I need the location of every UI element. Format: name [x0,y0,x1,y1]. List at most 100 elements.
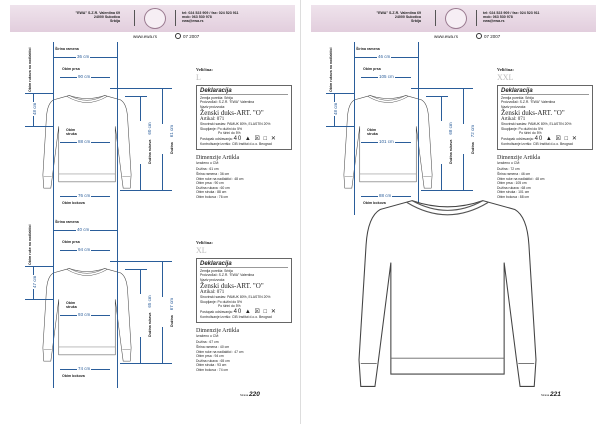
hips-label: Obim bokova [62,201,85,205]
size-value: XXL [497,73,514,82]
product-name-label: Naziv proizvoda: [501,104,527,109]
composition: Sirovinski sastav: PAMUK 80%, ELASTIN 20… [501,122,572,127]
certificate-icon [476,33,482,39]
dimension-row: Širina ramena : 46 cm [497,172,531,177]
article: Artikal: 071 [200,290,225,296]
dimensions-title: Dimenzije Artikla [196,327,240,334]
dimension-row: Dužina rukava : 65 cm [196,358,230,363]
certificate: 07 2007 [476,33,500,39]
origin: Zemlja porekla: Srbija [501,96,534,100]
dimension-row: Obim prsa : 90 cm [196,181,224,186]
shrinkage-width: Po širini do 5% [519,131,542,136]
size-value: XL [196,246,207,255]
shoulder-guide-line [418,42,419,215]
product-name-label: Naziv proizvoda: [200,277,226,282]
origin: Zemlja porekla: Srbija [200,96,233,100]
shoulder-label: Širina ramena [356,47,380,51]
sleeve-len-guide-line [125,96,147,97]
care-row: Postupak održavanja: 40 ▲ ☒ □ ✕ [501,136,578,143]
dimensions-subtitle: Izraženo u CM: [497,160,520,165]
sleeve-circ-value: 48 cm [32,101,37,116]
certificate-icon [175,33,181,39]
control: Kontrolisanje izvršio: CIB Institut d.o.… [200,315,272,320]
size-block: Širina ramena 46 cm Obim prsa 105 cm 48 … [301,40,600,215]
waist-label: Obim struka [66,301,77,309]
dimensions: Dimenzije Artikla Izraženo u CM: Dužina … [497,155,593,200]
dimensions: Dimenzije Artikla Izraženo u CM: Dužina … [196,328,292,373]
sleeve-circ-value: 48 cm [333,101,338,116]
dimension-row: Širina ramena : 36 cm [196,172,230,177]
length-guide-line [120,363,172,364]
dimensions: Dimenzije Artikla Izraženo u CM: Dužina … [196,155,292,200]
product-name-label: Naziv proizvoda: [200,104,226,109]
length-caption: Dužina 61 cm [160,123,178,154]
dimension-row: Obim bokova : 76 cm [196,195,229,199]
chest-label: Obim prsa [363,67,381,71]
product-name: Ženski duks-ART. "O" [501,109,565,118]
composition: Sirovinski sastav: PAMUK 80%, ELASTIN 20… [200,295,271,300]
dimension-row: Obim struka : 93 cm [196,363,227,368]
sleeve-guide-line [25,126,53,127]
composition: Sirovinski sastav: PAMUK 80%, ELASTIN 20… [200,122,271,127]
dimensions-title: Dimenzije Artikla [196,154,240,161]
dimension-row: Obim ruke na nadlaktici : 47 cm [196,349,244,354]
size-value: L [196,73,201,82]
length-guide-line [411,88,473,89]
shoulder-label: Širina ramena [55,47,79,51]
dimension-row: Dužina rukava : 68 cm [497,185,531,190]
certificate: 07 2007 [175,33,199,39]
sleeve-guide-line [326,126,354,127]
website-link[interactable]: www.ewa.rs [434,34,459,39]
waist-value: 88 cm [77,139,92,144]
sleeve-guide-line [25,266,53,267]
length-guide-line [120,190,172,191]
shrinkage-length: Skupljanje: Po dužini do 5% [200,299,243,304]
dimension-row: Obim prsa : 105 cm [497,181,527,186]
maker: Proizvođač: S.Z.R. "EWA" Valentina [200,100,255,105]
size-label: Veličina: [196,240,213,245]
chest-value: 90 cm [77,74,92,79]
size-block: Širina ramena 36 cm Obim prsa 90 cm 48 c… [0,40,300,215]
page-number: Strana 220 [240,391,260,398]
sleeve-circ-label: Obim rukava na nadlaktici [28,47,32,92]
dimension-row: Dužina : 61 cm [196,167,219,172]
shoulder-value: 40 cm [76,227,91,232]
length-caption: Dužina 72 cm [461,123,479,154]
page-number: Strana 221 [541,391,561,398]
waist-label: Obim struka [367,128,378,136]
size-label: Veličina: [196,67,213,72]
hips-label: Obim bokova [62,374,85,378]
sleeve-guide-line [25,299,53,300]
waist-value: 93 cm [77,312,92,317]
website-link[interactable]: www.ewa.rs [133,34,158,39]
shoulder-value: 46 cm [377,54,392,59]
dimensions-subtitle: Izraženo u CM: [196,333,219,338]
dimension-row: Obim prsa : 94 cm [196,354,224,359]
maker: Proizvođač: S.Z.R. "EWA" Valentina [200,273,255,278]
shoulder-guide-line [53,42,54,215]
sleeve-circ-label: Obim rukava na nadlaktici [329,47,333,92]
length-caption: Dužina 67 cm [160,296,178,327]
chest-label: Obim prsa [62,240,80,244]
hips-value: 76 cm [77,193,92,198]
length-guide-line [110,88,172,89]
hips-value: 74 cm [77,366,92,371]
care-symbols-icon: 40 ▲ ☒ □ ✕ [534,136,578,143]
dimension-row: Obim struka : 101 cm [497,190,530,195]
waist-value: 101 cm [378,139,395,144]
care-row: Postupak održavanja: 40 ▲ ☒ □ ✕ [200,309,277,316]
declaration-box: Deklaracija Zemlja porekla: Srbija Proiz… [497,85,593,150]
dimension-row: Obim bokova : 88 cm [497,195,530,199]
article: Artikal: 071 [501,117,526,123]
shoulder-guide-line [354,42,355,215]
shoulder-label: Širina ramena [55,220,79,224]
product-info: Veličina: L Deklaracija Zemlja porekla: … [196,67,292,200]
shrinkage-length: Skupljanje: Po dužini do 5% [200,126,243,131]
dimension-row: Obim ruke na nadlaktici : 48 cm [196,176,244,181]
